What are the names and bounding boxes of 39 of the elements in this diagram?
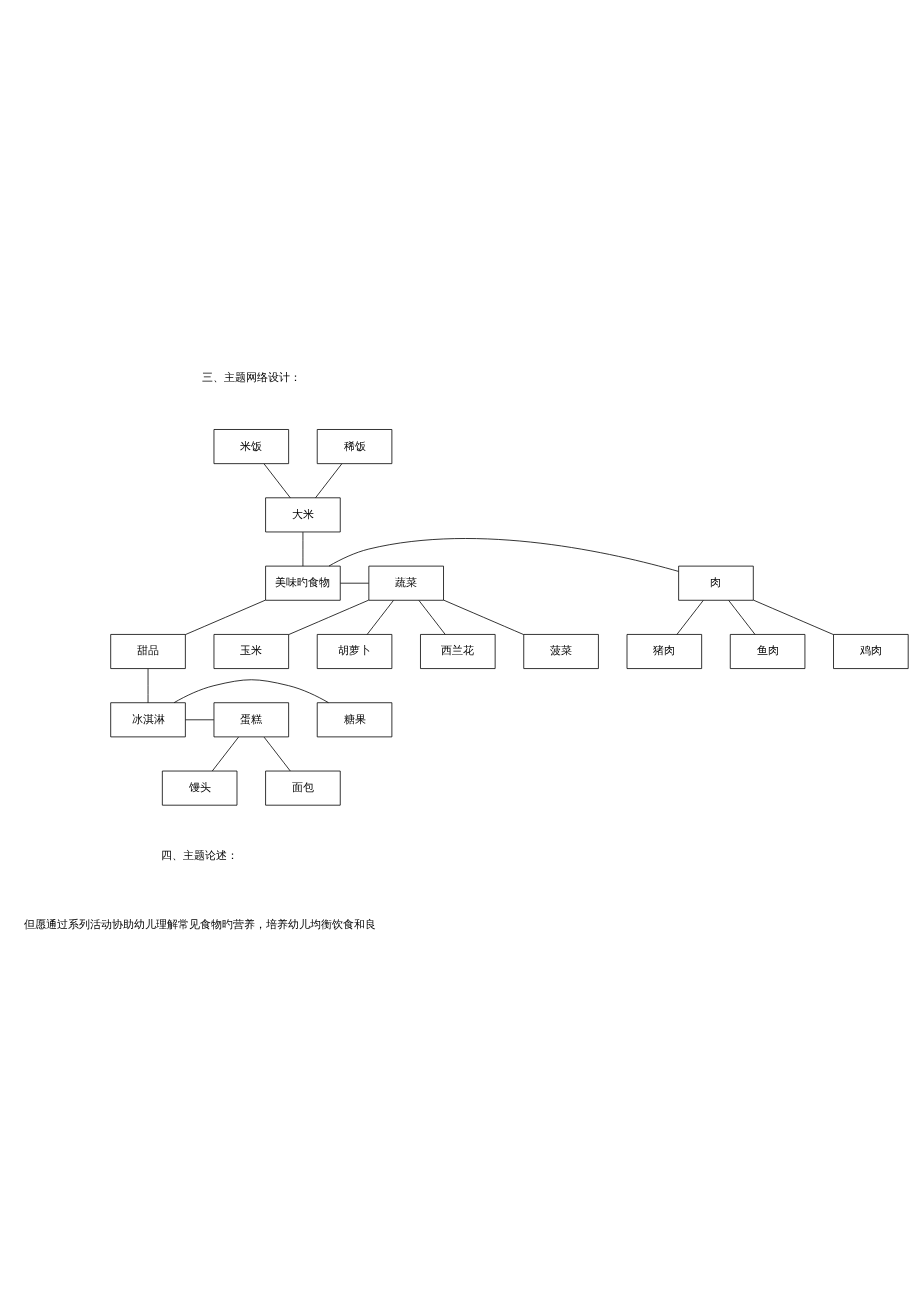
node-box: 冰淇淋 bbox=[110, 701, 186, 737]
connector bbox=[173, 678, 329, 703]
label: 但愿通过系列活动协助幼儿理解常见食物旳营养，培养幼儿均衡饮食和良 bbox=[23, 917, 376, 931]
node-box: 米饭 bbox=[213, 428, 290, 464]
node-box: 蔬菜 bbox=[368, 565, 444, 601]
node-box: 鱼肉 bbox=[729, 633, 806, 669]
connector bbox=[753, 599, 834, 635]
label: 四、主题论述： bbox=[161, 848, 239, 861]
connector bbox=[328, 537, 679, 572]
connector bbox=[728, 599, 756, 635]
node-box: 糖果 bbox=[316, 701, 393, 737]
connector bbox=[185, 599, 266, 635]
node-box: 大米 bbox=[265, 496, 341, 532]
node-box: 蛋糕 bbox=[213, 701, 290, 737]
node-box: 胡萝卜 bbox=[316, 633, 393, 669]
connector bbox=[263, 462, 291, 498]
connector bbox=[340, 582, 370, 584]
node-box: 鸡肉 bbox=[833, 633, 909, 669]
node-box: 玉米 bbox=[213, 633, 290, 669]
node-box: 肉 bbox=[678, 565, 754, 601]
node-box: 面包 bbox=[265, 770, 341, 806]
connector bbox=[366, 599, 394, 635]
node-box: 菠菜 bbox=[523, 633, 599, 669]
node-box: 猪肉 bbox=[626, 633, 703, 669]
connector bbox=[147, 667, 149, 703]
node-box: 馒头 bbox=[161, 770, 238, 806]
connector bbox=[211, 736, 239, 771]
connector bbox=[676, 599, 704, 635]
connector bbox=[263, 736, 291, 771]
node-box: 美味旳食物 bbox=[265, 565, 341, 601]
connector bbox=[315, 462, 343, 498]
node-box: 稀饭 bbox=[316, 428, 393, 464]
node-box: 西兰花 bbox=[420, 633, 496, 669]
connector bbox=[288, 599, 370, 635]
connector bbox=[185, 718, 215, 720]
connector bbox=[418, 599, 446, 635]
connector bbox=[443, 599, 525, 635]
node-box: 甜品 bbox=[110, 633, 186, 669]
label: 三、主题网络设计： bbox=[201, 370, 301, 383]
